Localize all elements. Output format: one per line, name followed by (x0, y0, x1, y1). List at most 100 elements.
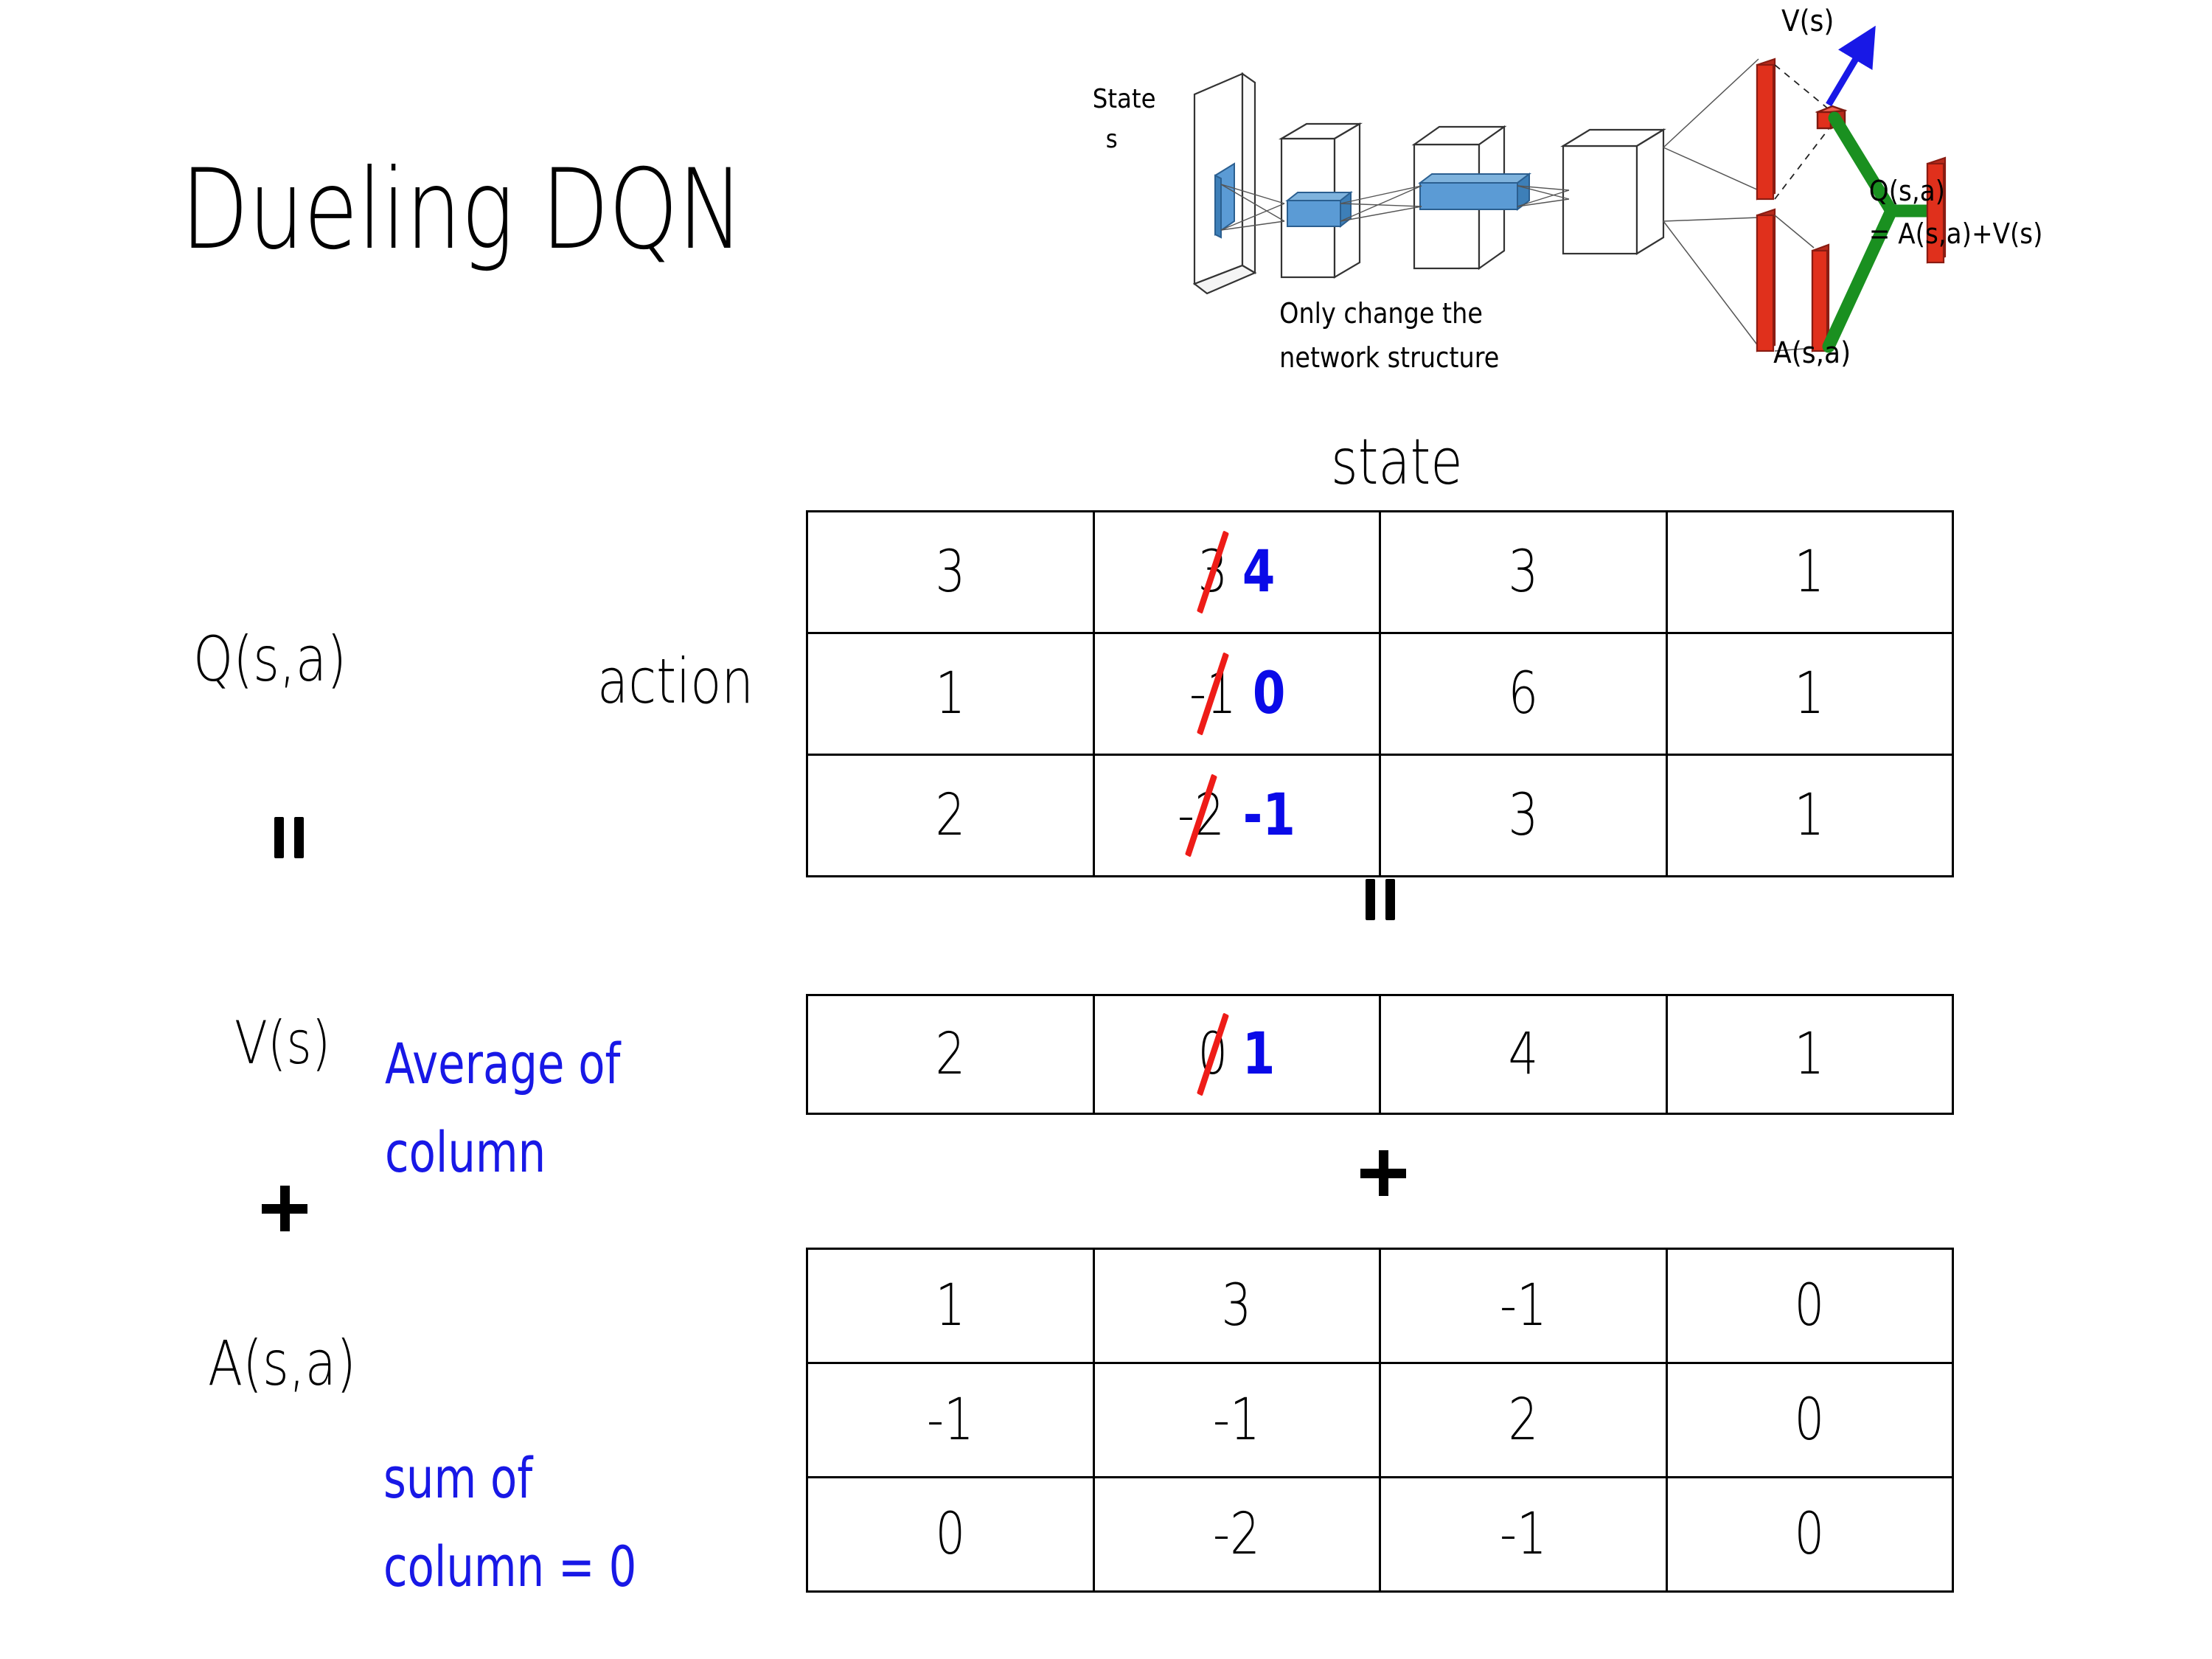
cell-value: 6 (1508, 661, 1539, 727)
edited-cell: 3 4 (1194, 539, 1279, 605)
cell-value: 3 (1221, 1273, 1252, 1339)
conv-block-1-feature-icon (1285, 190, 1353, 229)
a-cell-r0c0: 1 (806, 1248, 1095, 1364)
cell-value: 2 (935, 1021, 966, 1088)
q-cell-r2c1-edited: -2 -1 (1092, 754, 1381, 877)
cell-value: 2 (1508, 1387, 1539, 1453)
struck-old-value: 3 (1197, 539, 1228, 605)
table-row: 3 3 4 3 1 (806, 510, 1954, 634)
q-output-label-line2: = A(s,a)+V(s) (1869, 217, 2043, 250)
conv-block-3-icon (1560, 128, 1666, 255)
q-cell-r2c0: 2 (806, 754, 1095, 877)
value-output-label: V(s) (1781, 4, 1834, 38)
cell-value: 0 (1794, 1501, 1825, 1568)
table-row: -1 -1 2 0 (806, 1362, 1954, 1478)
cell-value: 1 (1794, 782, 1825, 849)
edited-cell: -2 -1 (1172, 782, 1301, 849)
v-cell-c1-edited: 0 1 (1092, 994, 1381, 1115)
cell-value: 1 (935, 661, 966, 727)
edited-cell: -1 0 (1184, 661, 1289, 727)
q-cell-r1c0: 1 (806, 632, 1095, 756)
cell-value: 3 (1508, 539, 1539, 605)
a-cell-r1c2: 2 (1379, 1362, 1668, 1478)
cell-value: 2 (935, 782, 966, 849)
average-note-line-2: column (385, 1119, 546, 1185)
q-cell-r1c2: 6 (1379, 632, 1668, 756)
equals-symbol-left (274, 817, 320, 858)
network-diagram-svg: State s Only change the network structur… (1093, 4, 2043, 375)
q-cell-r2c3: 1 (1665, 754, 1954, 877)
v-cell-c2: 4 (1379, 994, 1668, 1115)
equals-symbol-center (1366, 879, 1411, 920)
state-axis-label: state (1331, 425, 1463, 499)
state-label: State (1093, 83, 1156, 114)
q-output-bar-icon (1926, 156, 1947, 264)
q-cell-r1c3: 1 (1665, 632, 1954, 756)
page-title: Dueling DQN (181, 146, 744, 274)
a-cell-r0c2: -1 (1379, 1248, 1668, 1364)
conv-block-2-feature-icon (1418, 173, 1531, 211)
new-value: 4 (1242, 539, 1276, 605)
table-row: 2 -2 -1 3 1 (806, 754, 1954, 877)
a-cell-r1c3: 0 (1665, 1362, 1954, 1478)
cell-value: -1 (1499, 1273, 1547, 1339)
advantage-value-table: 1 3 -1 0 -1 -1 2 0 0 -2 -1 0 (806, 1248, 1954, 1593)
stream-split-lines (1663, 58, 1759, 347)
connection-lines (1220, 184, 1570, 231)
combine-junction-icon (1822, 111, 1937, 353)
value-stream-bar-icon (1756, 58, 1776, 201)
cell-value: 3 (935, 539, 966, 605)
cell-value: 0 (935, 1501, 966, 1568)
cell-value: 0 (1794, 1273, 1825, 1339)
a-function-label: A(s,a) (208, 1327, 356, 1399)
note-line-1: Only change the (1279, 298, 1483, 330)
state-sublabel: s (1106, 124, 1118, 153)
note-line-2: network structure (1279, 342, 1499, 375)
value-aggregate-lines (1774, 64, 1829, 200)
struck-old-value: -1 (1189, 661, 1237, 727)
a-cell-r0c1: 3 (1092, 1248, 1381, 1364)
plus-symbol-left (262, 1186, 307, 1231)
q-cell-r1c1-edited: -1 0 (1092, 632, 1381, 756)
q-function-label: Q(s,a) (193, 623, 347, 695)
advantage-output-label: A(s,a) (1773, 335, 1851, 369)
action-axis-label: action (597, 645, 754, 717)
v-cell-c0: 2 (806, 994, 1095, 1115)
plus-symbol-center (1360, 1150, 1406, 1196)
q-cell-r0c2: 3 (1379, 510, 1668, 634)
cell-value: 4 (1508, 1021, 1539, 1088)
edited-cell: 0 1 (1194, 1021, 1279, 1088)
q-cell-r0c0: 3 (806, 510, 1095, 634)
a-cell-r2c1: -2 (1092, 1476, 1381, 1593)
v-cell-c3: 1 (1665, 994, 1954, 1115)
v-function-label: V(s) (234, 1009, 331, 1077)
cell-value: 1 (1794, 539, 1825, 605)
network-architecture-diagram: State s Only change the network structur… (1091, 0, 2212, 413)
a-cell-r2c2: -1 (1379, 1476, 1668, 1593)
new-value: 1 (1242, 1021, 1276, 1088)
advantage-stream-bar-icon (1756, 208, 1776, 352)
struck-old-value: 0 (1197, 1021, 1228, 1088)
cell-value: -1 (926, 1387, 974, 1453)
a-cell-r1c0: -1 (806, 1362, 1095, 1478)
cell-value: 1 (1794, 661, 1825, 727)
cell-value: -2 (1213, 1501, 1261, 1568)
v-value-table: 2 0 1 4 1 (806, 994, 1954, 1115)
table-row: 2 0 1 4 1 (806, 994, 1954, 1115)
q-output-label-line1: Q(s,a) (1869, 174, 1945, 207)
value-output-arrow-icon (1826, 25, 1876, 107)
q-cell-r2c2: 3 (1379, 754, 1668, 877)
cell-value: 0 (1794, 1387, 1825, 1453)
a-cell-r0c3: 0 (1665, 1248, 1954, 1364)
cell-value: 1 (1794, 1021, 1825, 1088)
cell-value: 1 (935, 1273, 966, 1339)
a-cell-r2c3: 0 (1665, 1476, 1954, 1593)
advantage-vector-bar-icon (1811, 243, 1830, 352)
q-cell-r0c1-edited: 3 4 (1092, 510, 1381, 634)
q-cell-r0c3: 1 (1665, 510, 1954, 634)
table-row: 1 -1 0 6 1 (806, 632, 1954, 756)
average-note-line-1: Average of (385, 1031, 621, 1096)
cell-value: -1 (1213, 1387, 1261, 1453)
cell-value: -1 (1499, 1501, 1547, 1568)
